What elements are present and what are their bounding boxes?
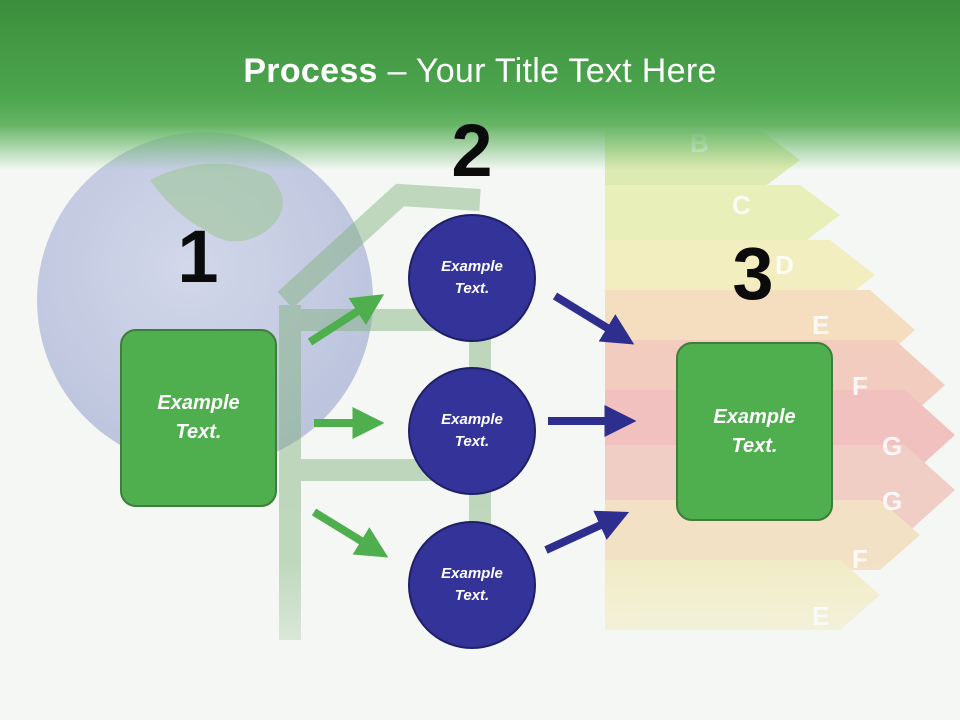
- circle-middle-line1: Example: [441, 410, 503, 428]
- slide-title: Process – Your Title Text Here: [0, 52, 960, 91]
- circle-top-line2: Text.: [454, 280, 490, 297]
- step-number-1: 1: [177, 215, 219, 298]
- step-2-circle-bottom[interactable]: Example Text.: [408, 521, 536, 649]
- step-3-box-line2: Text.: [731, 434, 778, 457]
- circle-bottom-line2: Text.: [454, 587, 490, 604]
- step-3-box[interactable]: Example Text.: [676, 342, 833, 521]
- step-2-circle-top[interactable]: Example Text.: [408, 214, 536, 342]
- rating-label-c: C: [732, 190, 751, 220]
- arrow-blue-up: [544, 510, 630, 554]
- rating-label-f: F: [852, 371, 868, 401]
- title-bold: Process: [243, 52, 378, 90]
- step-1-box-line1: Example: [157, 392, 240, 414]
- circle-top-line1: Example: [441, 257, 503, 275]
- arrow-green-up: [307, 294, 385, 346]
- arrow-blue-down: [552, 292, 635, 345]
- rating-label-g: G: [882, 431, 902, 461]
- step-number-2: 2: [451, 109, 493, 192]
- rating-label-g-reflection: G: [882, 486, 902, 516]
- arrow-green-down: [311, 508, 389, 558]
- step-number-3: 3: [732, 232, 774, 315]
- step-1-box-line2: Text.: [175, 421, 222, 443]
- circle-bottom-line1: Example: [441, 564, 503, 582]
- step-2-circle-middle[interactable]: Example Text.: [408, 367, 536, 495]
- step-3-box-line1: Example: [713, 405, 796, 428]
- title-rest: – Your Title Text Here: [377, 52, 717, 90]
- title-banner: [0, 0, 960, 170]
- rating-label-e: E: [812, 310, 829, 340]
- globe-land-shape: [150, 163, 283, 242]
- step-1-box[interactable]: Example Text.: [120, 329, 277, 507]
- circle-middle-line2: Text.: [454, 433, 490, 450]
- rating-label-d: D: [775, 250, 794, 280]
